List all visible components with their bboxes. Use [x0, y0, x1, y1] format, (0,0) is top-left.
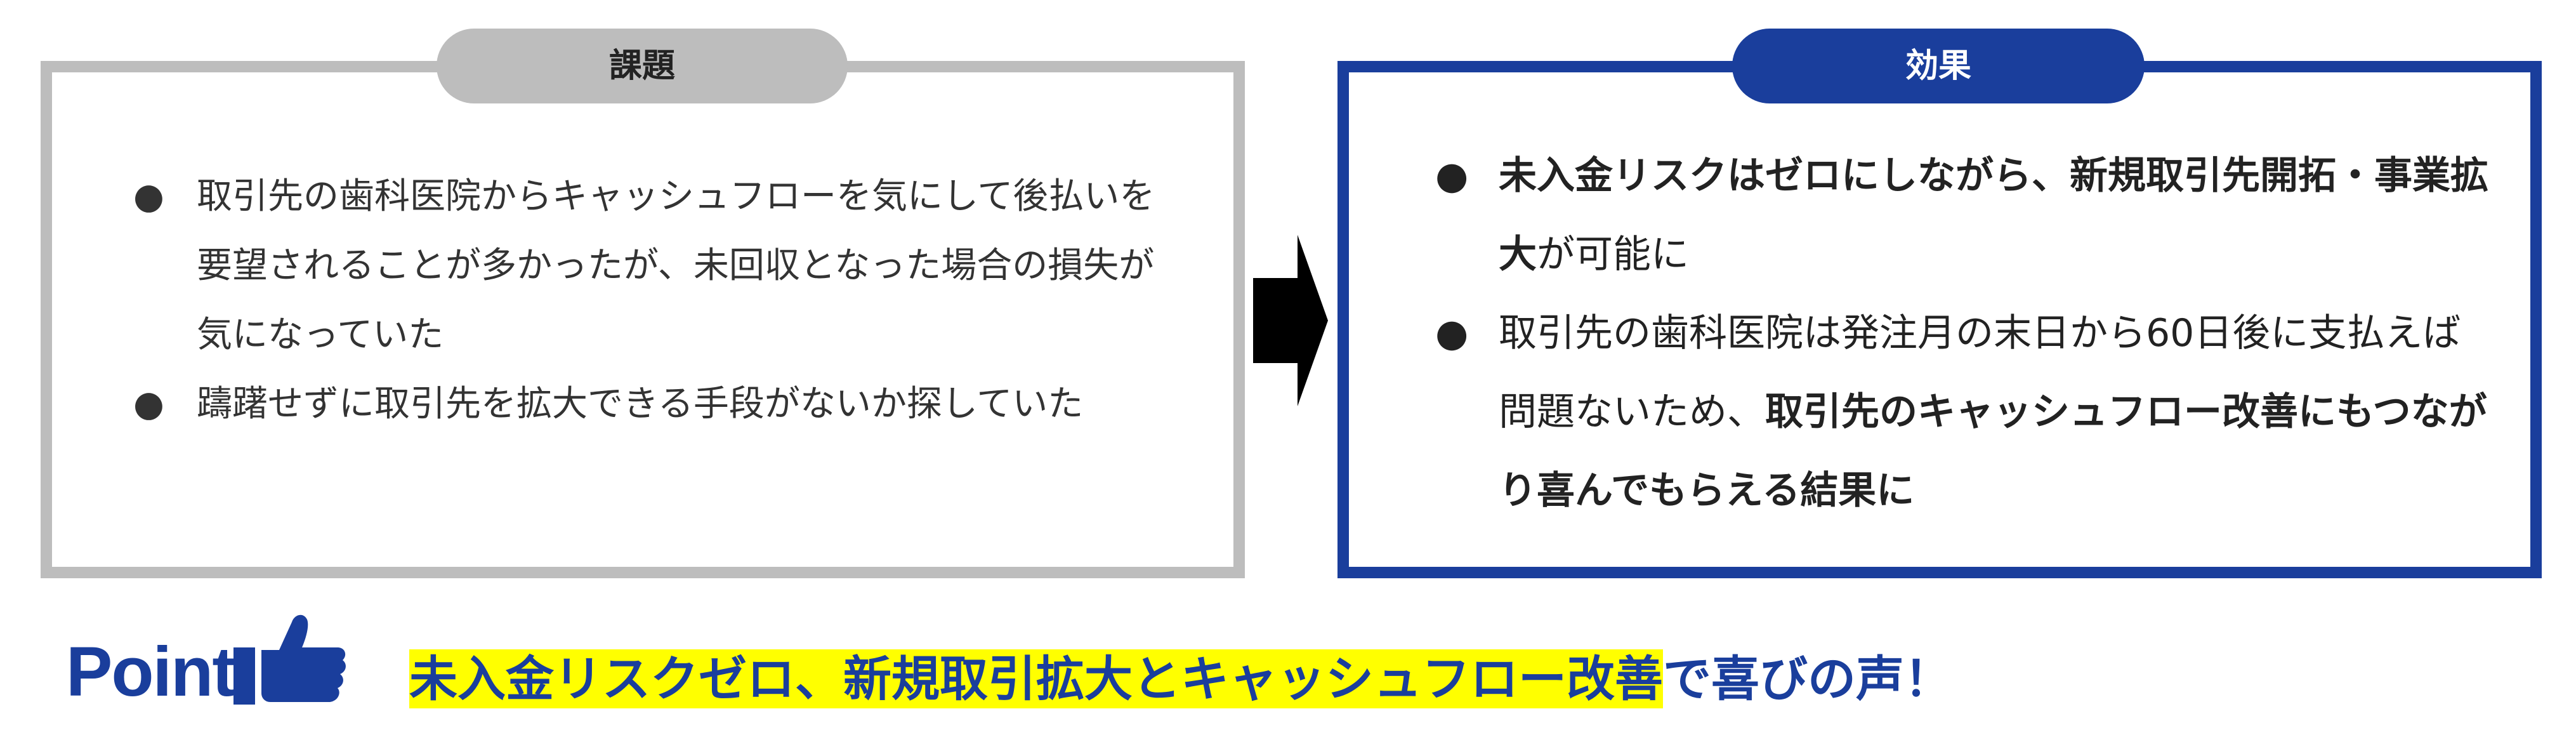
issue-panel: [41, 61, 1245, 578]
issue-tab-label: 課題: [437, 29, 848, 103]
bullet-dot: ●: [1435, 311, 1469, 355]
bullet-dot: ●: [133, 383, 164, 425]
issue-item: ● 取引先の歯科医院からキャッシュフローを気にして後払いを要望されることが多かっ…: [133, 162, 1161, 369]
effect-item-text: 取引先の歯科医院は発注月の末日から60日後に支払えば問題ないため、: [1499, 311, 2461, 434]
bullet-dot: ●: [1435, 154, 1469, 198]
effect-item-bold-text: 取引先のキャッシュフロー改善にもつながり喜んでもらえる結果に: [1499, 390, 2487, 513]
point-message-rest: で喜びの声！: [1663, 651, 1952, 707]
effect-item: ● 未入金リスクはゼロにしながら、新規取引先開拓・事業拡大が可能に: [1435, 136, 2495, 294]
point-label: Point: [66, 633, 235, 711]
issue-list: ● 取引先の歯科医院からキャッシュフローを気にして後払いを要望されることが多かっ…: [133, 162, 1161, 439]
issue-item: ● 躊躇せずに取引先を拡大できる手段がないか探していた: [133, 369, 1161, 439]
effect-panel: [1337, 61, 2542, 578]
effect-item-bold-text: 未入金リスクはゼロにしながら、新規取引先開拓・事業拡大: [1499, 154, 2488, 277]
point-message: 未入金リスクゼロ、新規取引拡大とキャッシュフロー改善で喜びの声！: [409, 640, 1952, 710]
effect-tab-label: 効果: [1732, 29, 2145, 103]
effect-list: ● 未入金リスクはゼロにしながら、新規取引先開拓・事業拡大が可能に ● 取引先の…: [1435, 136, 2495, 530]
right-arrow-icon: [1253, 235, 1328, 406]
thumbs-up-icon: [233, 614, 346, 705]
effect-item-text: が可能に: [1537, 232, 1689, 277]
issue-item-text: 取引先の歯科医院からキャッシュフローを気にして後払いを要望されることが多かったが…: [197, 176, 1155, 355]
effect-item: ● 取引先の歯科医院は発注月の末日から60日後に支払えば問題ないため、取引先のキ…: [1435, 294, 2495, 530]
point-message-highlight: 未入金リスクゼロ、新規取引拡大とキャッシュフロー改善: [409, 649, 1663, 708]
bullet-dot: ●: [133, 176, 164, 217]
issue-item-text: 躊躇せずに取引先を拡大できる手段がないか探していた: [197, 383, 1084, 425]
